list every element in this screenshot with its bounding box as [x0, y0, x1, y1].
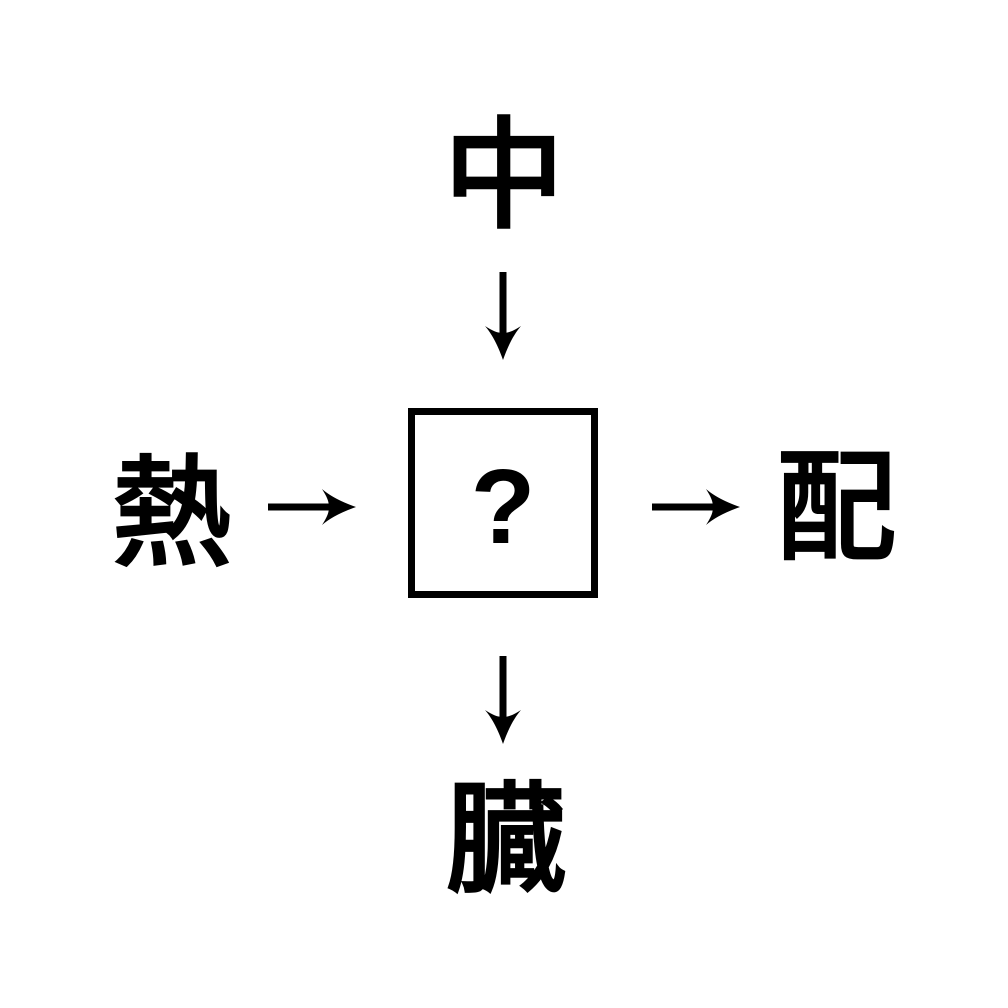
kanji-left: 熱 [112, 447, 232, 581]
question-mark-placeholder: ? [470, 448, 536, 566]
kanji-top: 中 [444, 109, 564, 243]
arrow-down-icon [485, 272, 521, 360]
kanji-bottom: 臓 [446, 773, 566, 907]
answer-box: ? [408, 408, 598, 598]
arrow-down-icon [485, 656, 521, 744]
arrow-right-icon [268, 489, 356, 525]
kanji-right: 配 [776, 441, 896, 575]
arrow-right-icon [652, 489, 740, 525]
